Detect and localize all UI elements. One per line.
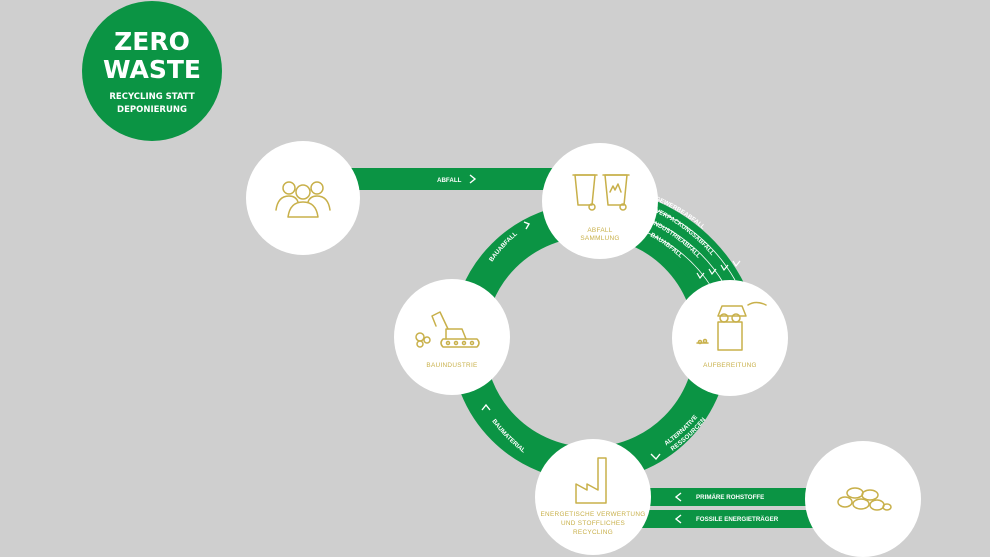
node-energy-label-2: UND STOFFLICHES — [561, 520, 625, 527]
abfall-band — [330, 168, 580, 190]
chevron-left-icon — [674, 514, 682, 524]
node-energy: ENERGETISCHE VERWERTUNG UND STOFFLICHES … — [535, 439, 651, 555]
node-construction: BAUINDUSTRIE — [394, 279, 510, 395]
chevron-down-icon — [696, 272, 705, 280]
people-group-icon — [275, 181, 331, 218]
node-processing-label: AUFBEREITUNG — [703, 362, 757, 369]
factory-icon — [575, 457, 607, 504]
chevron-right-icon — [523, 221, 531, 230]
fossil-band — [600, 510, 860, 528]
node-processing: AUFBEREITUNG — [672, 280, 788, 396]
chevron-down-icon — [650, 453, 661, 461]
crusher-machine-icon — [696, 301, 767, 351]
chevron-down-icon — [708, 268, 717, 276]
node-collection: ABFALL SAMMLUNG — [542, 143, 658, 259]
badge-subtitle-line1: RECYCLING STATT — [109, 92, 194, 102]
zero-waste-badge — [82, 1, 222, 141]
badge-subtitle-line2: DEPONIERUNG — [117, 105, 187, 115]
primaer-band — [600, 488, 860, 506]
chevron-left-icon — [674, 492, 682, 502]
chevron-right-icon — [469, 174, 477, 184]
node-energy-label-3: RECYCLING — [573, 529, 613, 536]
node-raw-materials — [805, 441, 921, 557]
badge-title-line2: WASTE — [103, 55, 201, 84]
node-people — [246, 141, 360, 255]
chevron-down-icon — [732, 260, 741, 268]
chevron-up-icon — [481, 403, 491, 411]
label-abfall: ABFALL — [437, 177, 462, 184]
node-collection-label-1: ABFALL — [587, 227, 612, 234]
node-collection-label-2: SAMMLUNG — [580, 235, 619, 242]
raw-materials-rocks-icon — [837, 487, 892, 511]
label-fossil: FOSSILE ENERGIETRÄGER — [696, 516, 779, 523]
excavator-icon — [415, 311, 480, 348]
node-energy-label-1: ENERGETISCHE VERWERTUNG — [540, 511, 645, 518]
chevron-down-icon — [720, 264, 729, 272]
label-primaer: PRIMÄRE ROHSTOFFE — [696, 494, 764, 501]
badge-title-line1: ZERO — [114, 27, 190, 56]
node-construction-label: BAUINDUSTRIE — [426, 362, 477, 369]
waste-bins-icon — [572, 174, 630, 211]
